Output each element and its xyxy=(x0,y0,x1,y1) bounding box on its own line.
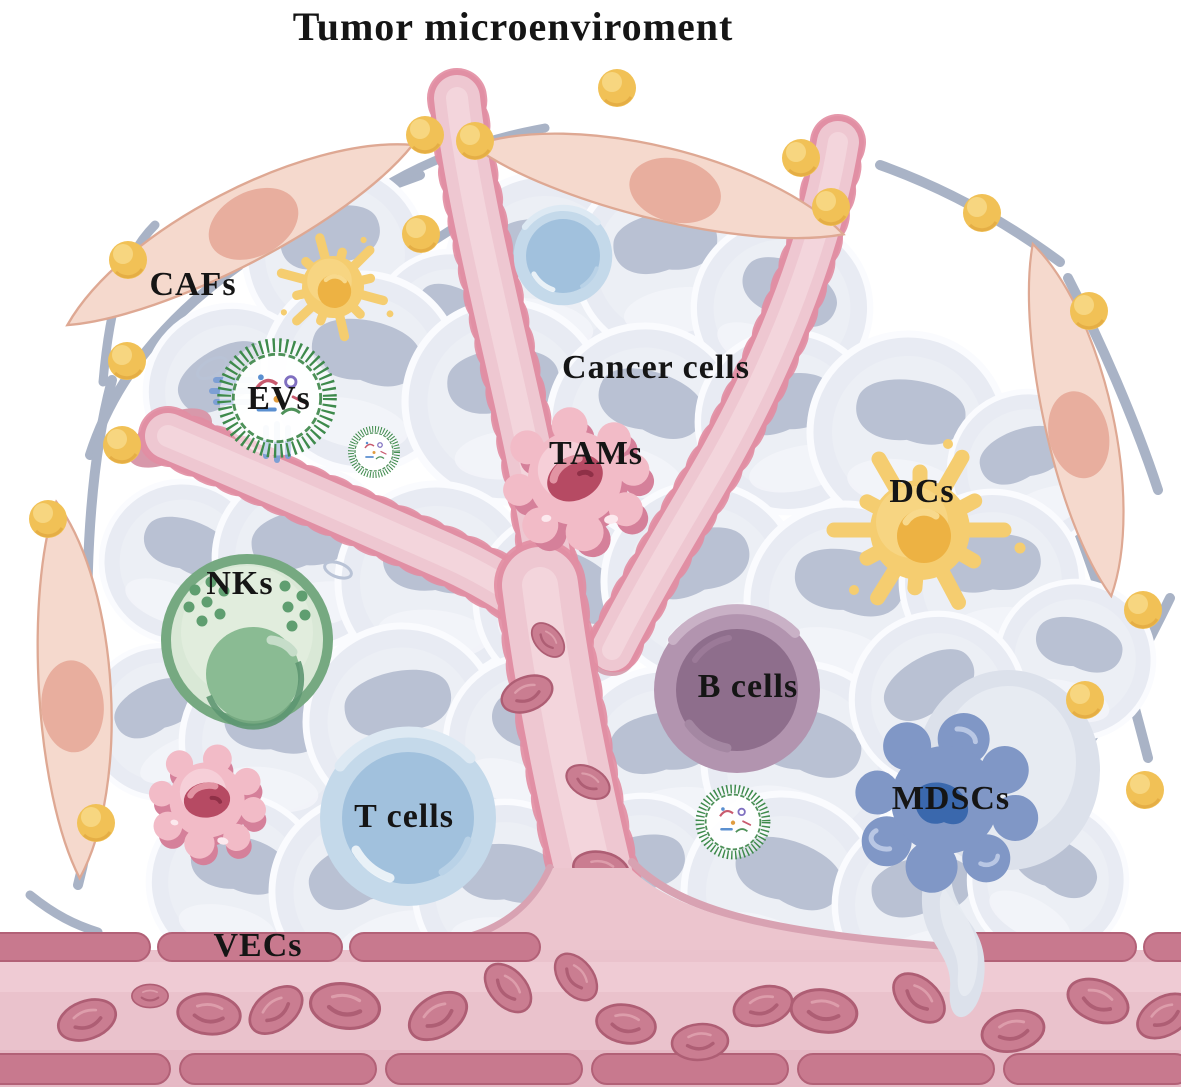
cytokine-dot xyxy=(1068,290,1110,332)
ev-vesicle xyxy=(349,427,399,477)
endothelial-segments-top xyxy=(0,932,1181,962)
endothelial-cell-segment xyxy=(797,1053,995,1085)
endothelial-cell-segment xyxy=(0,932,151,962)
endothelial-cell-segment xyxy=(1003,1053,1181,1085)
label-nks: NKs xyxy=(206,565,273,602)
cytokine-dot xyxy=(400,213,442,255)
cytokine-dot xyxy=(106,340,148,382)
matrix-coil xyxy=(196,355,228,381)
cytokine-dot xyxy=(107,239,149,281)
cytokine-dot xyxy=(1064,679,1106,721)
cytokine-dot xyxy=(596,67,638,109)
label-mdscs: MDSCs xyxy=(892,780,1010,817)
figure-labels: Tumor microenviroment CAFs EVs Cancer ce… xyxy=(149,4,1010,964)
endothelial-cell-segment xyxy=(157,932,343,962)
endothelial-cell-segment xyxy=(385,1053,583,1085)
endothelial-segments-bottom xyxy=(0,1053,1181,1085)
t-cell-small xyxy=(514,207,613,306)
endothelial-cell-segment xyxy=(349,932,541,962)
blood-vessel-bottom xyxy=(0,932,1181,1087)
cytokine-dot xyxy=(404,114,446,156)
label-t-cells: T cells xyxy=(354,798,454,835)
cytokine-dot xyxy=(454,120,496,162)
label-tams: TAMs xyxy=(549,435,643,472)
matrix-coil xyxy=(323,560,353,580)
ev-vesicle xyxy=(697,786,769,858)
cytokine-dot xyxy=(1124,769,1166,811)
cytokine-dot xyxy=(101,424,143,466)
cytokine-dot xyxy=(780,137,822,179)
endothelial-cell-segment xyxy=(1143,932,1181,962)
label-cancer-cells: Cancer cells xyxy=(562,349,750,386)
endothelial-cell-segment xyxy=(0,1053,171,1085)
extracellular-vesicles xyxy=(196,341,769,859)
cytokine-dot xyxy=(810,186,852,228)
red-blood-cell xyxy=(130,983,170,1009)
endothelial-cell-segment xyxy=(179,1053,377,1085)
cytokine-dot xyxy=(75,802,117,844)
label-vecs: VECs xyxy=(213,927,302,964)
cytokine-dot xyxy=(1122,589,1164,631)
label-cafs: CAFs xyxy=(149,266,236,303)
label-b-cells: B cells xyxy=(698,668,798,705)
label-evs: EVs xyxy=(247,380,310,417)
collagen-fiber xyxy=(25,890,103,937)
cytokine-dot xyxy=(27,498,69,540)
page-title: Tumor microenviroment xyxy=(293,4,734,49)
cytokine-dot xyxy=(961,192,1003,234)
label-dcs: DCs xyxy=(889,473,954,510)
